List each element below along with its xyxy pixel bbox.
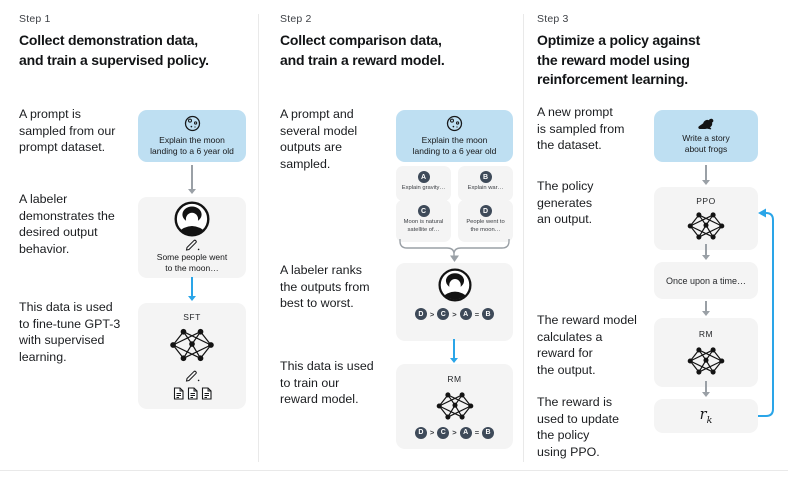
- rank-operator: =: [474, 428, 480, 438]
- neural-net-icon: [687, 347, 725, 375]
- rank-badge: D: [414, 426, 427, 439]
- output-letter-badge: C: [417, 205, 430, 217]
- output-letter-badge: B: [479, 171, 492, 183]
- flow-arrow-down: [702, 165, 710, 185]
- step-heading-3: Optimize a policy against the reward mod…: [537, 32, 701, 88]
- output-box-b: B Explain war…: [458, 166, 513, 201]
- sft-model-box: SFT: [138, 303, 246, 409]
- ranking-row: D > C > A = B: [414, 308, 495, 320]
- rank-badge: C: [437, 426, 450, 439]
- documents-row: [173, 387, 212, 400]
- model-label: SFT: [183, 312, 201, 323]
- labeler-icon: [437, 268, 472, 302]
- caption-new-prompt: A new prompt is sampled from the dataset…: [537, 105, 625, 153]
- caption-finetune-gpt3: This data is used to fine-tune GPT-3 wit…: [19, 300, 121, 365]
- output-text: Moon is natural satellite of…: [403, 219, 444, 233]
- feedback-loop-arrow: [758, 208, 774, 417]
- flow-arrow-down: [702, 244, 710, 260]
- moon-icon: [184, 115, 200, 132]
- bottom-rule: [0, 470, 788, 471]
- rm-model-box: RM D > C > A = B: [396, 364, 513, 449]
- rank-operator: >: [452, 428, 457, 438]
- output-text: Once upon a time…: [665, 275, 747, 286]
- rm-model-box: RM: [654, 318, 758, 387]
- output-letter-badge: D: [479, 205, 492, 217]
- output-text: Explain war…: [467, 185, 504, 191]
- flow-arrow-down-blue: [188, 277, 196, 301]
- rank-badge: A: [459, 308, 472, 320]
- document-icon: [173, 387, 184, 400]
- step-label-1: Step 1: [19, 13, 51, 25]
- prompt-text: Explain the moon landing to a 6 year old: [412, 134, 497, 156]
- step-heading-2: Collect comparison data, and train a rew…: [280, 32, 445, 68]
- model-label: RM: [698, 329, 714, 339]
- rank-badge: A: [459, 426, 472, 439]
- step-label-3: Step 3: [537, 13, 569, 25]
- neural-net-icon: [170, 329, 214, 362]
- frog-icon: [698, 118, 714, 130]
- ranking-row: D > C > A = B: [414, 426, 495, 439]
- bracket-merge-arrow: [399, 239, 510, 262]
- caption-rm-calculates: The reward model calculates a reward for…: [537, 313, 637, 378]
- neural-net-icon: [687, 212, 725, 240]
- caption-reward-updates: The reward is used to update the policy …: [537, 395, 619, 460]
- output-text: Explain gravity…: [401, 185, 446, 191]
- reward-symbol: rk: [699, 406, 713, 426]
- demonstration-text: Some people went to the moon…: [156, 252, 228, 274]
- labeler-ranking-box: D > C > A = B: [396, 263, 513, 341]
- rank-badge: B: [482, 426, 495, 439]
- flow-arrow-down-blue: [450, 339, 458, 363]
- caption-policy-generates: The policy generates an output.: [537, 179, 594, 227]
- generated-output-box: Once upon a time…: [654, 262, 758, 299]
- prompt-text: Write a story about frogs: [682, 132, 730, 154]
- caption-labeler-ranks: A labeler ranks the outputs from best to…: [280, 263, 370, 311]
- flow-arrow-down: [188, 165, 196, 194]
- caption-train-reward-model: This data is used to train our reward mo…: [280, 359, 374, 407]
- rank-badge: B: [482, 308, 495, 320]
- column-divider: [258, 14, 259, 462]
- caption-prompt-sampled: A prompt is sampled from our prompt data…: [19, 107, 116, 155]
- prompt-box-frog: Write a story about frogs: [654, 110, 758, 162]
- moon-icon: [446, 115, 463, 132]
- column-divider: [523, 14, 524, 462]
- labeler-icon: [174, 201, 210, 237]
- output-text: People went to the moon…: [466, 219, 505, 233]
- prompt-box-moon: Explain the moon landing to a 6 year old: [138, 110, 246, 162]
- caption-labeler-demonstrates: A labeler demonstrates the desired outpu…: [19, 192, 115, 257]
- step-label-2: Step 2: [280, 13, 312, 25]
- prompt-text: Explain the moon landing to a 6 year old: [150, 134, 234, 156]
- document-icon: [187, 387, 198, 400]
- rank-badge: D: [414, 308, 427, 320]
- step-heading-1: Collect demonstration data, and train a …: [19, 32, 209, 68]
- rank-operator: >: [429, 428, 435, 438]
- flow-arrow-down: [702, 301, 710, 316]
- output-box-c: C Moon is natural satellite of…: [396, 200, 451, 242]
- rank-badge: C: [437, 308, 450, 320]
- ppo-policy-box: PPO: [654, 187, 758, 250]
- rank-operator: =: [474, 309, 480, 319]
- neural-net-icon: [436, 391, 473, 420]
- reward-value-box: rk: [654, 399, 758, 433]
- pencil-icon: [185, 239, 199, 251]
- rank-operator: >: [452, 309, 457, 319]
- output-letter-badge: A: [417, 171, 430, 183]
- flow-arrow-down: [702, 381, 710, 397]
- model-label: RM: [447, 374, 462, 385]
- prompt-box-moon: Explain the moon landing to a 6 year old: [396, 110, 513, 162]
- output-box-a: A Explain gravity…: [396, 166, 451, 201]
- model-label: PPO: [696, 196, 716, 206]
- document-icon: [201, 387, 212, 400]
- pencil-icon: [185, 370, 199, 382]
- caption-outputs-sampled: A prompt and several model outputs are s…: [280, 107, 358, 172]
- labeler-demo-box: Some people went to the moon…: [138, 197, 246, 278]
- rank-operator: >: [429, 309, 435, 319]
- output-box-d: D People went to the moon…: [458, 200, 513, 242]
